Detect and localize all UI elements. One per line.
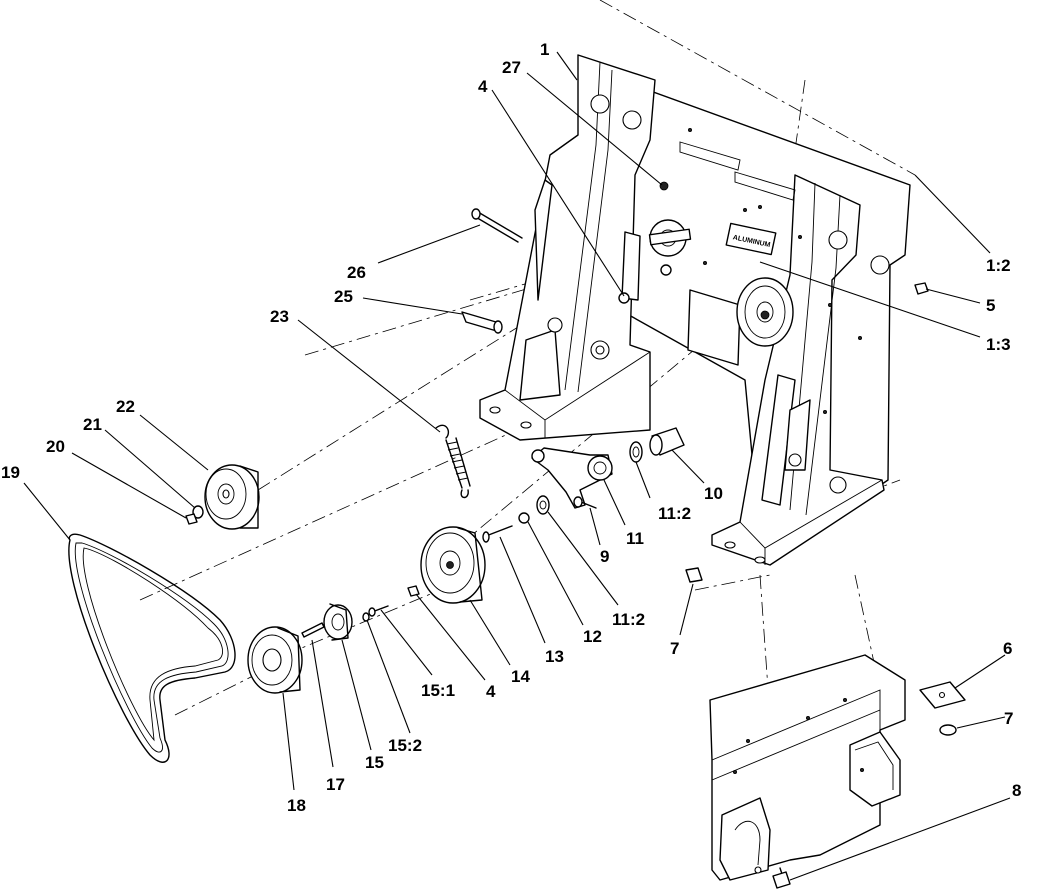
callout-22: 22	[116, 397, 135, 416]
loose-parts	[68, 208, 966, 763]
callout-7-upper: 7	[670, 639, 679, 658]
callout-10: 10	[704, 484, 723, 503]
callout-7-lower: 7	[1004, 709, 1013, 728]
callout-1-3: 1:3	[986, 335, 1011, 354]
callout-23: 23	[270, 307, 289, 326]
callout-11: 11	[626, 529, 644, 548]
callout-9: 9	[600, 547, 609, 566]
callout-labels: 1 27 4 1:2 26 25 5 23 1:3 22 21 20 19 10…	[1, 40, 1021, 815]
leader-lines	[23, 51, 1011, 881]
callout-27: 27	[502, 58, 521, 77]
callout-1: 1	[540, 40, 549, 59]
callout-6: 6	[1003, 639, 1012, 658]
callout-12: 12	[583, 627, 602, 646]
callout-8: 8	[1012, 781, 1021, 800]
main-frame: ALUMINUM	[479, 54, 911, 566]
callout-18: 18	[287, 796, 306, 815]
callout-14: 14	[511, 667, 530, 686]
callout-20: 20	[46, 437, 65, 456]
extension-spring	[435, 424, 471, 499]
callout-4-lower: 4	[486, 682, 496, 701]
v-belt	[68, 533, 236, 763]
callout-1-2: 1:2	[986, 256, 1011, 275]
callout-13: 13	[545, 647, 564, 666]
callout-25: 25	[334, 287, 353, 306]
callout-4: 4	[478, 77, 488, 96]
callout-21: 21	[83, 415, 102, 434]
callout-17: 17	[326, 775, 345, 794]
callout-11-2-lower: 11:2	[612, 610, 645, 629]
callout-15-1: 15:1	[421, 681, 455, 700]
callout-11-2-upper: 11:2	[658, 504, 691, 523]
lower-chassis	[709, 654, 906, 889]
callout-5: 5	[986, 296, 995, 315]
callout-15-2: 15:2	[388, 736, 422, 755]
callout-19: 19	[1, 463, 20, 482]
callout-15: 15	[365, 753, 384, 772]
callout-26: 26	[347, 263, 366, 282]
